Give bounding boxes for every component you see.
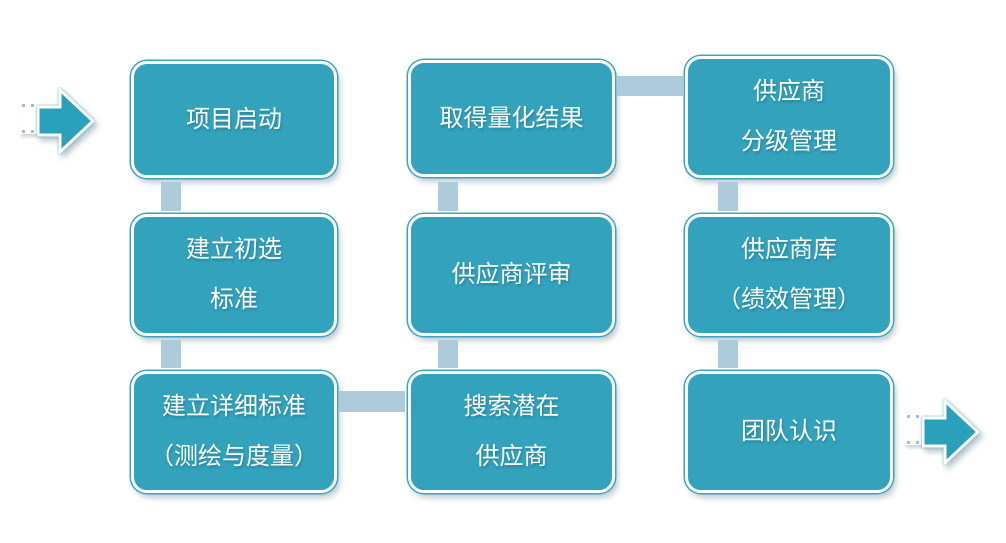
step-detailed-criteria: 建立详细标准 （测绘与度量） xyxy=(131,371,337,493)
box-line: 供应商 xyxy=(753,78,825,105)
box-line: 建立初选 xyxy=(186,236,282,263)
connector-horizontal xyxy=(339,391,405,412)
arrow-tail-dot xyxy=(907,415,910,418)
arrow-tail-dot xyxy=(31,104,34,107)
step-quantified-results: 取得量化结果 xyxy=(408,60,615,177)
connector-vertical xyxy=(718,182,738,211)
flow-end-arrow xyxy=(902,399,1002,469)
connector-vertical xyxy=(718,340,738,368)
connector-vertical xyxy=(161,340,181,368)
box-line: （绩效管理） xyxy=(717,286,861,313)
arrow-tail-dot xyxy=(907,441,910,444)
arrow-tail-dot xyxy=(916,415,919,418)
arrow-tail-dot xyxy=(22,130,25,133)
connector-vertical xyxy=(161,182,181,211)
step-supplier-database: 供应商库 （绩效管理） xyxy=(685,214,893,336)
right-arrow-icon xyxy=(37,88,95,154)
right-arrow-icon xyxy=(922,399,980,465)
step-supplier-tier-management: 供应商 分级管理 xyxy=(685,56,893,178)
arrow-tail-dot xyxy=(916,441,919,444)
box-line: 供应商 xyxy=(475,443,548,470)
box-line: 供应商库 xyxy=(741,236,837,263)
box-line: 取得量化结果 xyxy=(439,104,584,132)
connector-vertical xyxy=(438,182,458,211)
box-line: 搜索潜在 xyxy=(463,393,560,420)
box-line: 分级管理 xyxy=(741,128,837,155)
flow-start-arrow xyxy=(17,88,117,158)
connector-horizontal xyxy=(617,76,683,96)
step-project-kickoff: 项目启动 xyxy=(131,61,337,178)
arrow-tail-dot xyxy=(31,130,34,133)
box-line: 项目启动 xyxy=(186,105,282,133)
box-line: 建立详细标准 xyxy=(162,393,306,420)
arrow-tail-stub xyxy=(19,103,41,134)
box-line: 标准 xyxy=(210,286,258,313)
step-team-recognition: 团队认识 xyxy=(685,371,893,493)
arrow-tail-stub xyxy=(904,414,926,445)
step-search-potential-suppliers: 搜索潜在 供应商 xyxy=(408,371,615,493)
arrow-tail-dot xyxy=(22,104,25,107)
step-supplier-review: 供应商评审 xyxy=(408,214,615,336)
box-line: （测绘与度量） xyxy=(150,443,318,470)
box-line: 团队认识 xyxy=(741,418,837,445)
box-line: 供应商评审 xyxy=(451,261,572,288)
connector-vertical xyxy=(438,340,458,368)
step-preliminary-criteria: 建立初选 标准 xyxy=(131,214,337,336)
